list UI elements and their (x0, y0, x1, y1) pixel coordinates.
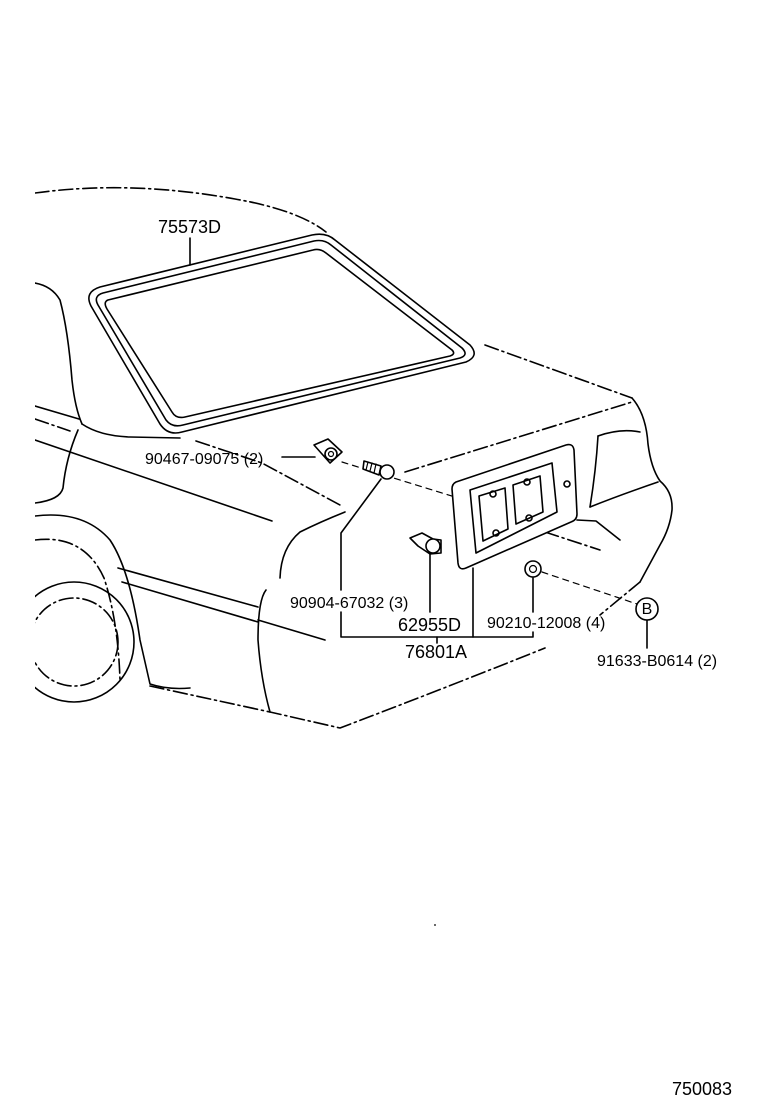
side-molding-upper (117, 567, 259, 608)
clip-to-bracket-line (341, 461, 456, 498)
tail-lamp-outer (631, 397, 661, 482)
stray-dot (434, 924, 436, 926)
belt-line (35, 439, 273, 522)
callout-nut: 90210-12008 (4) (487, 615, 605, 632)
callout-labels: 75573D 90467-09075 (2) 90904-67032 (3) 6… (145, 217, 732, 1099)
bracket-window-right (512, 475, 544, 525)
roof-line (35, 186, 327, 233)
quarter-panel-curve (35, 429, 79, 504)
bumper-bottom-phantom (149, 647, 546, 729)
callout-clip-upper: 90467-09075 (2) (145, 451, 263, 468)
screw-head (379, 464, 395, 480)
license-recess-edge (576, 519, 621, 541)
bracket-hole (563, 480, 571, 488)
trunk-lid-top-phantom (484, 344, 633, 399)
car-body-outline (35, 186, 673, 729)
license-recess-phantom (544, 531, 601, 551)
nut-outer (524, 560, 542, 578)
tail-lamp-inner (589, 435, 599, 508)
screw-thread (365, 461, 377, 474)
license-plate-bracket (451, 443, 578, 570)
ref-marker-label: B (642, 601, 653, 618)
nut-part (524, 560, 542, 578)
quarter-line-upper (35, 405, 80, 420)
bracket-hole (492, 529, 500, 537)
quarter-line-phantom (35, 418, 71, 432)
c-pillar-line (35, 282, 83, 425)
nut-to-marker-line (541, 571, 638, 605)
rear-wheel-rim (35, 597, 119, 687)
wheel-arch (35, 514, 191, 690)
c-pillar-lower-edge (81, 423, 181, 439)
screw-part (362, 460, 395, 480)
rear-tire (35, 581, 135, 703)
trunk-side-phantom (195, 440, 341, 506)
illustration-number: 750083 (672, 1079, 732, 1099)
assembly-lines (341, 461, 638, 605)
bracket-hole (489, 490, 497, 498)
callout-clip-lower: 62955D (398, 615, 461, 635)
weatherstrip-outer (88, 233, 475, 434)
callout-ref-bolt: 91633-B0614 (2) (597, 653, 717, 670)
clip-head-center (327, 450, 335, 458)
bumper-top-line (257, 619, 326, 641)
bracket-hole (523, 478, 531, 486)
rear-deck-corner (279, 511, 346, 579)
bumper-left-end (257, 589, 271, 713)
bumper-right-end (639, 480, 673, 583)
clip-lower-head (425, 538, 441, 554)
leader-lines (189, 237, 659, 926)
callout-screw: 90904-67032 (3) (290, 595, 408, 612)
bracket-hole (525, 514, 533, 522)
leader-screw (340, 478, 382, 591)
clip-upper-part (313, 438, 343, 464)
side-molding-lower (121, 581, 259, 623)
tail-lamp-lower (589, 481, 659, 508)
trunk-lid-lower-phantom (404, 401, 633, 473)
bracket-inner-frame (469, 462, 558, 554)
weatherstrip-middle (95, 239, 466, 427)
clip-head (324, 447, 338, 461)
wheel-arch-inner (35, 538, 121, 681)
ref-marker-circle (635, 597, 659, 621)
rear-window-weatherstrip (88, 233, 475, 434)
tail-lamp-upper (597, 429, 641, 437)
nut-inner (528, 564, 538, 574)
clip-lower-part (409, 532, 442, 555)
bracket-window-left (478, 487, 509, 542)
rear-glass-edge (104, 248, 455, 419)
callout-weatherstrip: 75573D (158, 217, 221, 237)
callout-license-bracket: 76801A (405, 642, 467, 662)
